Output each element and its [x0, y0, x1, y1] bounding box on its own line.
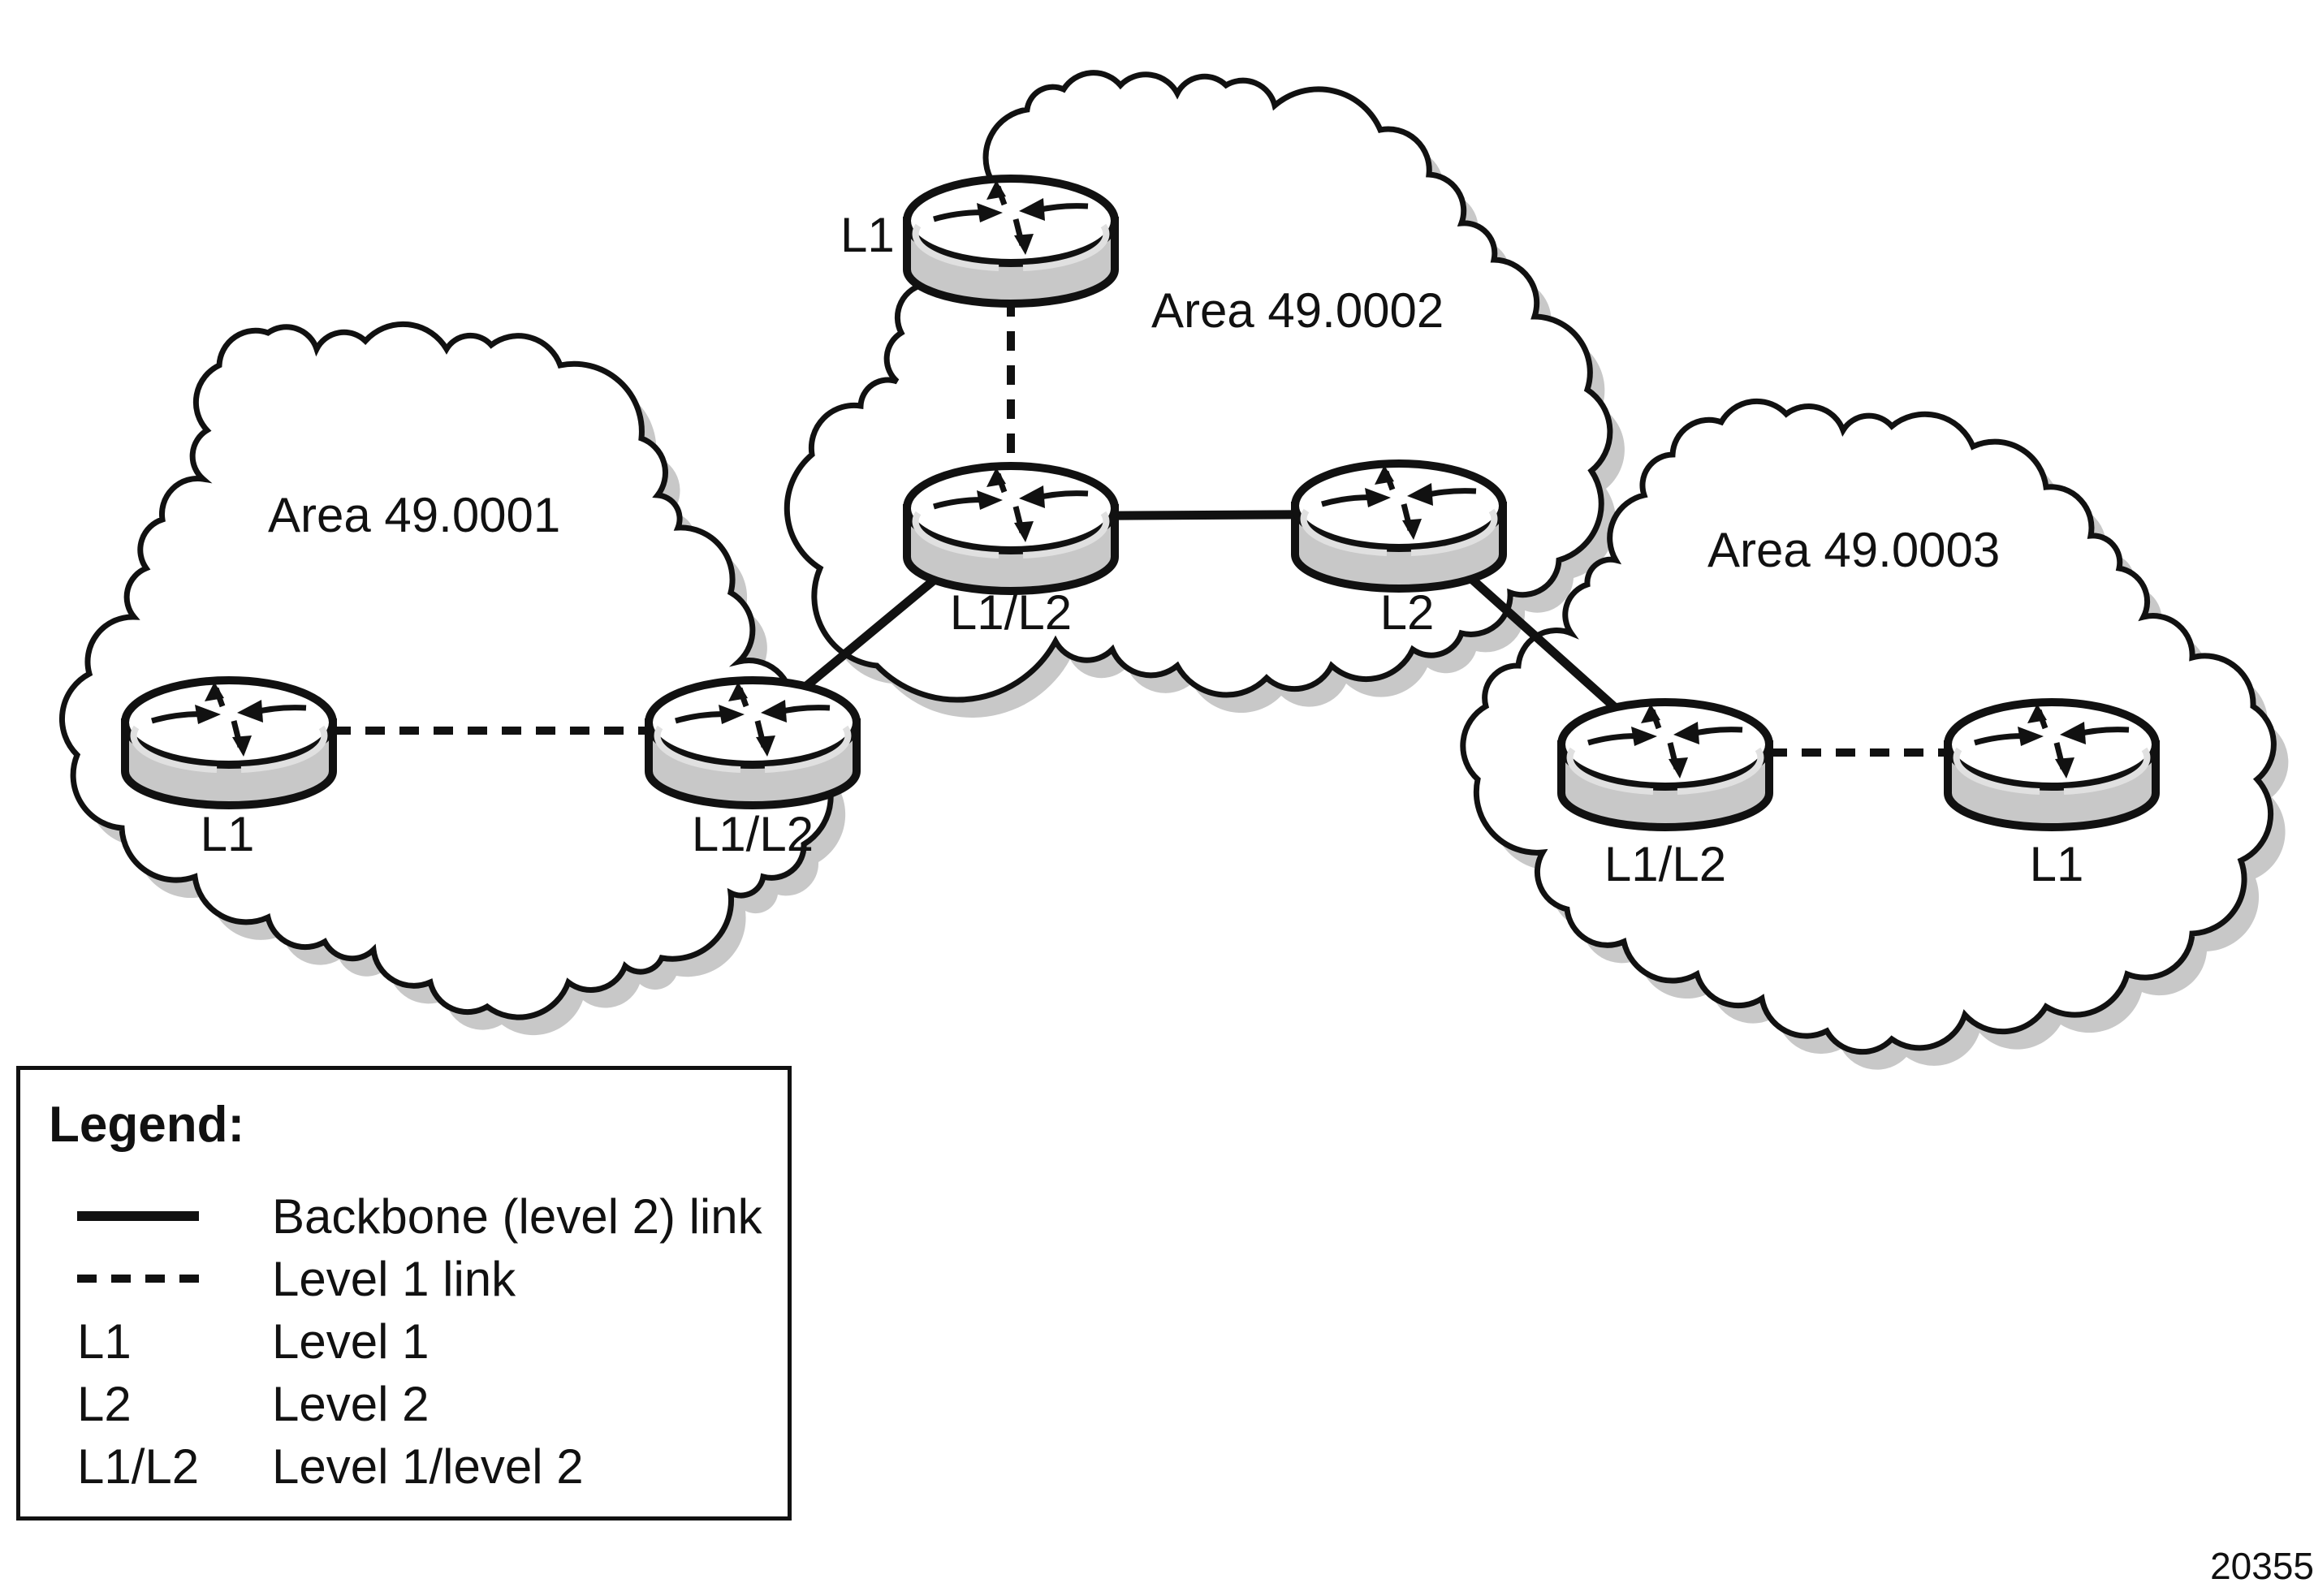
legend-item-l2: L2 Level 2 — [77, 1375, 429, 1432]
area-label-49-0001: Area 49.0001 — [268, 488, 560, 542]
legend-desc: Level 1 link — [272, 1251, 516, 1306]
backbone-link-swatch — [77, 1211, 199, 1221]
legend-key: L2 — [77, 1376, 132, 1431]
router-icon — [1557, 698, 1773, 831]
legend-title: Legend: — [49, 1097, 245, 1153]
legend-desc: Level 2 — [272, 1376, 430, 1431]
router-icon — [903, 175, 1119, 308]
legend-key: L1/L2 — [77, 1439, 200, 1494]
cloud-area3 — [1460, 398, 2277, 1055]
legend-desc: Level 1 — [272, 1313, 430, 1369]
router-label: L1/L2 — [1604, 837, 1726, 891]
router-label: L1/L2 — [692, 807, 814, 861]
router-label: L2 — [1380, 585, 1435, 640]
legend: Legend: Backbone (level 2) link Level 1 … — [16, 1066, 792, 1521]
legend-item-level1-link: Level 1 link — [77, 1250, 516, 1307]
router-icon — [121, 676, 337, 809]
legend-item-backbone: Backbone (level 2) link — [77, 1188, 762, 1244]
legend-desc: Level 1/level 2 — [272, 1439, 584, 1494]
router-label: L1 — [840, 208, 895, 262]
legend-item-l1: L1 Level 1 — [77, 1313, 429, 1370]
router-icon — [645, 676, 861, 809]
router-label: L1 — [201, 807, 255, 861]
legend-item-l1l2: L1/L2 Level 1/level 2 — [77, 1438, 584, 1495]
router-icon — [903, 462, 1119, 595]
legend-desc: Backbone (level 2) link — [272, 1188, 762, 1244]
legend-key: L1 — [77, 1313, 132, 1369]
area-label-49-0003: Area 49.0003 — [1707, 523, 2000, 577]
router-label: L1/L2 — [950, 585, 1072, 640]
cloud-area2 — [784, 70, 1613, 703]
level1-link-swatch — [77, 1275, 199, 1283]
cloud-area1 — [59, 321, 834, 1020]
area-label-49-0002: Area 49.0002 — [1151, 283, 1444, 338]
router-icon — [1291, 459, 1507, 593]
router-icon — [1944, 698, 2160, 831]
figure-number: 20355 — [2210, 1545, 2314, 1587]
router-label: L1 — [2030, 837, 2084, 891]
